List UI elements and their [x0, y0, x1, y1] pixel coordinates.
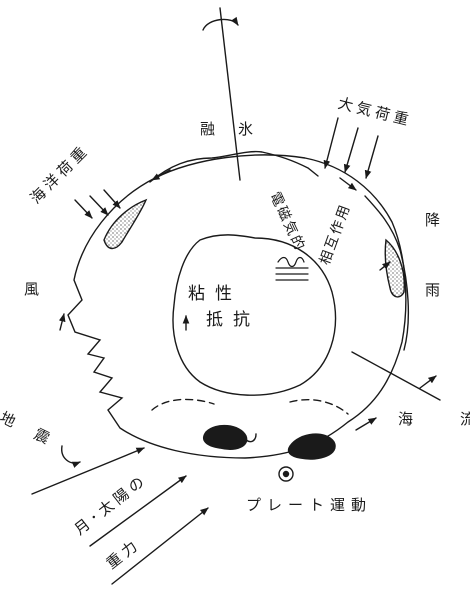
- right-surface: [364, 195, 410, 351]
- atmos-arrow-3: [364, 135, 379, 179]
- plate-node-center: [282, 470, 290, 478]
- ocean-arrow-1: [74, 199, 93, 219]
- gravity-line-2: [111, 507, 209, 585]
- mantle-flow-left: [151, 398, 215, 411]
- current-arrow-1: [419, 375, 437, 389]
- atmos-arrow-1: [323, 117, 339, 169]
- mantle-flow-right: [289, 399, 349, 415]
- current-axis: [351, 351, 441, 401]
- label-rain: 降 雨: [423, 212, 441, 317]
- wind-arrow: [58, 313, 66, 331]
- current-arrow-2: [355, 417, 377, 431]
- rotation-axis: [219, 7, 241, 181]
- plate-stem: [245, 433, 257, 443]
- label-viscous-2: 抵抗: [206, 310, 260, 330]
- label-viscous-1: 粘性: [188, 284, 242, 304]
- core-outline: [172, 234, 337, 396]
- ocean-arrow-2: [89, 195, 109, 216]
- coil-icon: [275, 256, 309, 281]
- quake-line: [31, 447, 145, 495]
- earth-outline: [67, 154, 407, 459]
- label-wind: 風: [24, 280, 44, 298]
- quake-curve-arrow: [61, 445, 81, 468]
- label-current: 海 流: [398, 410, 470, 428]
- ocean-patch: [103, 198, 148, 250]
- top-right-flow-arrow: [339, 177, 357, 191]
- label-ice: 融 氷: [200, 120, 258, 138]
- gravity-line-1: [89, 475, 187, 547]
- plate-blob-left: [202, 425, 248, 450]
- rain-flow-arrow: [379, 261, 391, 271]
- rotation-arrow: [202, 16, 239, 31]
- plate-blob-right: [287, 433, 336, 460]
- ice-flow-arrow: [151, 169, 171, 181]
- ice-surface: [149, 150, 319, 183]
- atmos-arrow-2: [343, 127, 359, 173]
- rain-patch: [384, 238, 405, 298]
- label-plate: プレート運動: [246, 496, 373, 514]
- ocean-arrow-3: [103, 189, 121, 209]
